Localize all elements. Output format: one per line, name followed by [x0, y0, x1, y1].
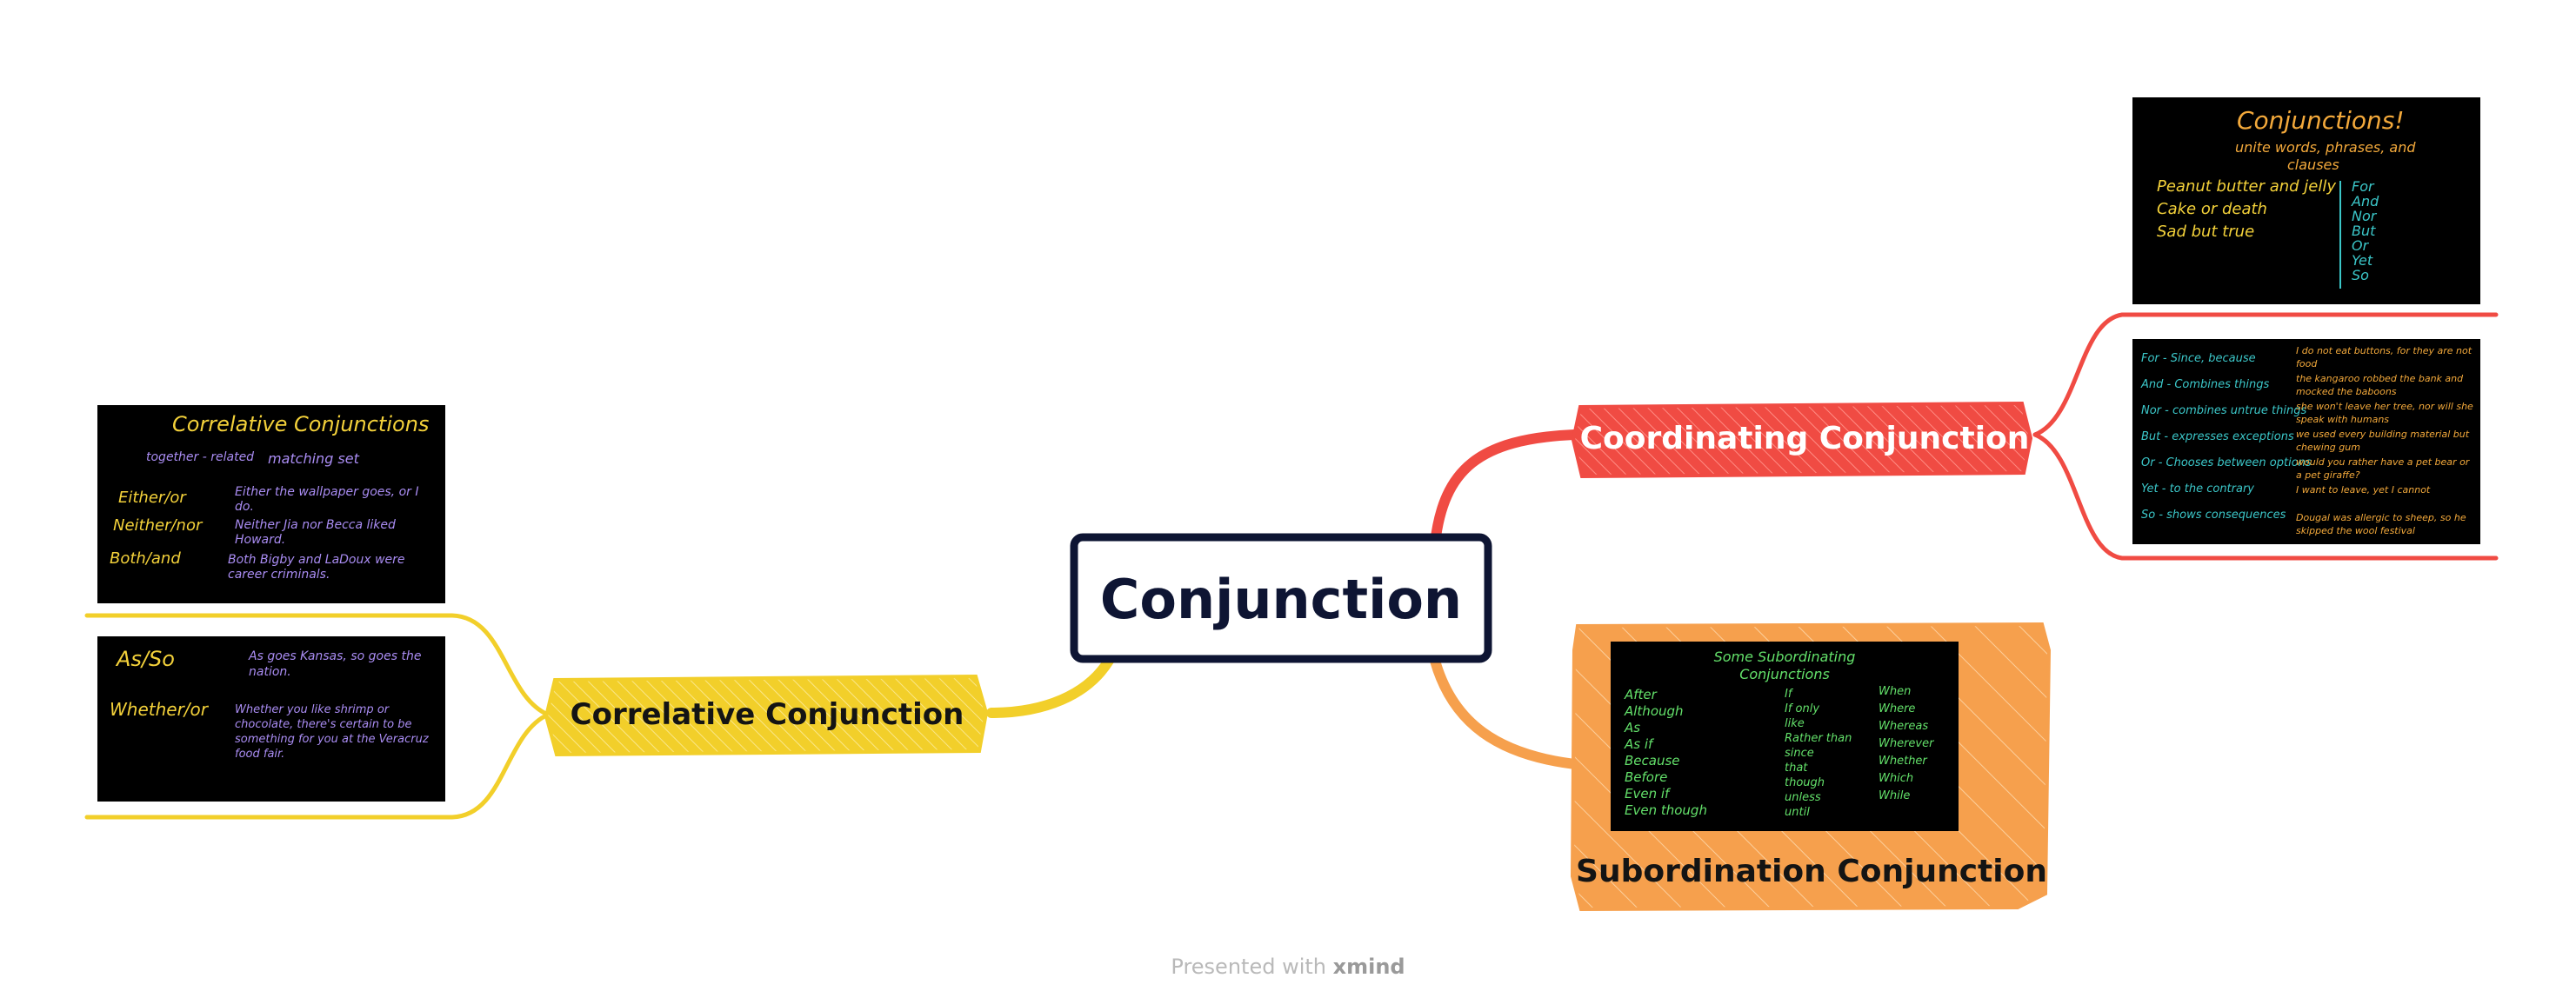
- fanboys-item: Or: [2352, 237, 2369, 254]
- coord-definitions: For - Since, because And - Combines thin…: [2141, 346, 2312, 529]
- subordinating-word: After: [1625, 687, 1657, 702]
- connector-center-subordination: [1430, 655, 1588, 770]
- subordinating-word: Wherever: [1879, 737, 1934, 750]
- intro-title: Conjunctions!: [2237, 106, 2405, 135]
- correlative-pair: Whether/or: [110, 699, 208, 720]
- coord-example: we used every building material but chew…: [2296, 429, 2470, 453]
- coord-row: So - shows consequences: [2141, 509, 2286, 522]
- subordinating-word: like: [1785, 717, 1805, 730]
- subordinating-word: Rather than: [1785, 732, 1852, 745]
- subordinating-word: Because: [1625, 753, 1680, 768]
- coordinating-examples-image[interactable]: For - Since, because And - Combines thin…: [2132, 339, 2480, 544]
- correlative-sub-right: matching set: [268, 450, 359, 467]
- correlative-pair: As/So: [117, 647, 175, 671]
- subordinating-word: Where: [1879, 702, 1916, 715]
- coord-row: Yet - to the contrary: [2141, 482, 2254, 496]
- intro-subtitle-2: clauses: [2287, 156, 2339, 173]
- intro-example: Sad but true: [2157, 223, 2255, 241]
- intro-example: Cake or death: [2157, 200, 2267, 218]
- correlative-pair: Neither/nor: [113, 516, 203, 535]
- coord-example-sentences: I do not eat buttons, for they are not f…: [2296, 344, 2475, 539]
- conjunctions-intro-image[interactable]: Conjunctions! unite words, phrases, and …: [2132, 97, 2480, 304]
- footer-prefix: Presented with: [1171, 955, 1326, 979]
- subordinating-title: Conjunctions: [1739, 666, 1830, 682]
- correlative-node-fill: [544, 674, 989, 757]
- subordination-conjunction-topic[interactable]: Subordination Conjunction: [1576, 853, 2047, 889]
- correlative-sub-left: together - related: [146, 450, 255, 464]
- coord-row: And - Combines things: [2141, 378, 2270, 391]
- correlative-examples-image[interactable]: As/So Whether/or As goes Kansas, so goes…: [97, 636, 445, 802]
- subordinating-word: Although: [1625, 703, 1684, 719]
- correlative-conjunctions-image[interactable]: Correlative Conjunctions together - rela…: [97, 405, 445, 603]
- coord-example: she won't leave her tree, nor will she s…: [2296, 401, 2473, 425]
- subordinating-word: since: [1785, 747, 1814, 760]
- coord-example: I want to leave, yet I cannot: [2296, 484, 2431, 496]
- subordinating-word: As if: [1625, 736, 1653, 752]
- subordinating-word: though: [1785, 776, 1825, 789]
- subordinating-word: When: [1879, 685, 1912, 698]
- intro-subtitle-1: unite words, phrases, and: [2235, 139, 2416, 156]
- subordinating-word: until: [1785, 806, 1810, 819]
- coord-example: Dougal was allergic to sheep, so he skip…: [2296, 512, 2466, 536]
- coord-example: would you rather have a pet bear or a pe…: [2296, 456, 2470, 481]
- subordinating-word: If only: [1785, 702, 1820, 715]
- coordinating-conjunction-topic[interactable]: Coordinating Conjunction: [1579, 420, 2030, 456]
- correlative-title: Correlative Conjunctions: [172, 412, 430, 436]
- correlative-example: Whether you like shrimp or chocolate, th…: [235, 703, 429, 761]
- coord-row: For - Since, because: [2141, 352, 2256, 365]
- subordinating-word: that: [1785, 762, 1808, 775]
- correlative-pair: Both/and: [110, 549, 181, 568]
- connector-coordinating-images: [2032, 312, 2499, 437]
- subordinating-word: Whether: [1879, 755, 1927, 768]
- coord-row: But - expresses exceptions: [2141, 430, 2294, 443]
- coordinating-node-fill: [1571, 401, 2033, 479]
- fanboys-item: And: [2352, 193, 2379, 210]
- subordinating-col-1: After Although As As if Because Before E…: [1625, 687, 1707, 819]
- central-node-frame: [1070, 533, 1492, 663]
- fanboys-item: For: [2352, 178, 2374, 195]
- subordinating-word: Which: [1879, 772, 1914, 785]
- fanboys-bracket: [2339, 181, 2341, 289]
- coord-row: Or - Chooses between options: [2141, 456, 2312, 469]
- correlative-conjunction-topic[interactable]: Correlative Conjunction: [570, 697, 964, 732]
- correlative-example: Either the wallpaper goes, or I do.: [235, 485, 419, 514]
- central-topic[interactable]: Conjunction: [1099, 567, 1463, 631]
- subordinating-word: While: [1879, 789, 1911, 802]
- correlative-example: Both Bigby and LaDoux were career crimin…: [228, 553, 405, 582]
- correlative-example: As goes Kansas, so goes the nation.: [249, 649, 422, 679]
- coord-example: the kangaroo robbed the bank and mocked …: [2296, 373, 2464, 397]
- fanboys-item: Nor: [2352, 208, 2377, 224]
- coord-example: I do not eat buttons, for they are not f…: [2296, 345, 2473, 369]
- subordinating-word: Before: [1625, 769, 1668, 785]
- correlative-pair: Either/or: [118, 489, 186, 507]
- subordinating-col-3: When Where Whereas Wherever Whether Whic…: [1879, 683, 1933, 805]
- connector-correlative-images: [84, 613, 551, 717]
- subordinating-list-image[interactable]: Some Subordinating Conjunctions After Al…: [1611, 642, 1959, 831]
- fanboys-item: So: [2352, 267, 2369, 283]
- fanboys-item: But: [2352, 223, 2376, 239]
- coord-row: Nor - combines untrue things: [2141, 404, 2307, 417]
- subordinating-word: Even though: [1625, 802, 1707, 818]
- subordinating-col-2: If If only like Rather than since that t…: [1785, 687, 1852, 820]
- fanboys-item: Yet: [2352, 252, 2373, 269]
- subordinating-word: Whereas: [1879, 720, 1929, 733]
- intro-example: Peanut butter and jelly: [2157, 177, 2337, 196]
- xmind-logo-text: xmind: [1332, 955, 1405, 979]
- connector-center-correlative: [986, 655, 1114, 718]
- presented-with-footer[interactable]: Presented with xmind: [0, 955, 2576, 979]
- subordinating-title: Some Subordinating: [1713, 649, 1856, 665]
- subordinating-word: As: [1625, 720, 1641, 735]
- correlative-example: Neither Jia nor Becca liked Howard.: [235, 518, 396, 547]
- subordinating-word: unless: [1785, 791, 1821, 804]
- subordinating-word: Even if: [1625, 786, 1670, 802]
- connector-center-coordinating: [1430, 429, 1579, 549]
- subordinating-word: If: [1785, 688, 1792, 701]
